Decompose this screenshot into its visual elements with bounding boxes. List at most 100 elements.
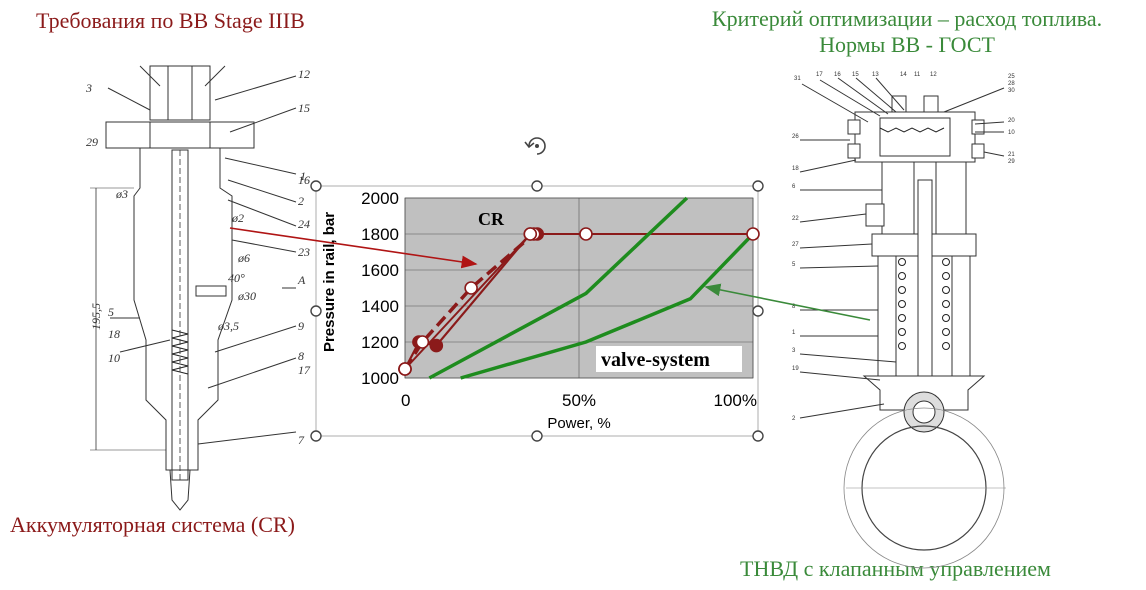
- rotate-handle-icon[interactable]: [524, 137, 546, 155]
- svg-text:22: 22: [792, 216, 799, 222]
- x-tick-label: 0: [401, 391, 410, 410]
- y-axis-label: Pressure in rail, bar: [321, 212, 338, 352]
- x-tick-label: 50%: [562, 391, 596, 410]
- requirements-caption: Требования по ВВ Stage IIIB: [36, 8, 305, 33]
- y-tick-label: 1000: [361, 369, 399, 388]
- y-axis-ticks: 1000 1200 1400 1600 1800 2000: [361, 189, 399, 388]
- svg-text:20: 20: [1008, 118, 1015, 124]
- pressure-power-chart[interactable]: 1000 1200 1400 1600 1800 2000 0 50% 100% Pressu…: [310, 137, 764, 442]
- resize-handle-top-left[interactable]: [310, 180, 322, 192]
- x-axis-label: Power, %: [547, 415, 610, 432]
- resize-handle-bottom[interactable]: [531, 430, 543, 442]
- chart-markers: [398, 227, 760, 376]
- svg-text:21: 21: [1008, 152, 1015, 158]
- pump-caption: ТНВД с клапанным управлением: [740, 556, 1051, 581]
- valve-callout-arrow: [704, 283, 871, 321]
- svg-text:19: 19: [792, 366, 799, 372]
- cr-annotation: CR: [478, 209, 505, 229]
- x-axis-ticks: 0 50% 100%: [401, 391, 757, 410]
- y-tick-label: 2000: [361, 189, 399, 208]
- svg-text:15: 15: [852, 72, 859, 78]
- y-tick-label: 1400: [361, 297, 399, 316]
- svg-text:29: 29: [86, 135, 98, 149]
- svg-text:5: 5: [108, 305, 114, 319]
- criterion-caption: Критерий оптимизации – расход топлива. Н…: [668, 6, 1146, 58]
- valve-system-annotation: valve-system: [601, 349, 710, 371]
- svg-text:ø6: ø6: [237, 251, 250, 265]
- svg-text:9: 9: [298, 319, 304, 333]
- cr-data-point: [523, 227, 538, 241]
- cr-data-point: [746, 227, 760, 241]
- svg-text:16: 16: [298, 173, 310, 187]
- x-tick-label: 100%: [714, 391, 757, 410]
- svg-text:15: 15: [298, 101, 310, 115]
- valve-pump-drawing: 31 17 16 15 13 14 11 12 25 28 30 20 10 2…: [792, 72, 1015, 569]
- cr-data-point: [464, 281, 478, 295]
- cr-data-point: [415, 335, 430, 349]
- svg-text:10: 10: [1008, 130, 1015, 136]
- svg-text:18: 18: [108, 327, 120, 341]
- svg-text:13: 13: [872, 72, 879, 78]
- svg-text:16: 16: [834, 72, 841, 78]
- svg-text:3: 3: [792, 348, 796, 354]
- svg-text:ø3,5: ø3,5: [217, 319, 239, 333]
- y-tick-label: 1800: [361, 225, 399, 244]
- cr-callout-arrow: [229, 227, 478, 269]
- svg-text:31: 31: [794, 76, 801, 82]
- svg-text:12: 12: [298, 67, 310, 81]
- resize-handle-bottom-right[interactable]: [752, 430, 764, 442]
- cr-injector-drawing: 3 12 15 29 1 16 2 24 ø3 ø2 23 ø6 ø30 40°…: [85, 65, 311, 511]
- svg-text:ø2: ø2: [231, 211, 244, 225]
- valve-annotation-bg: [596, 346, 742, 372]
- svg-text:14: 14: [900, 72, 907, 78]
- svg-text:18: 18: [792, 166, 799, 172]
- svg-text:2: 2: [792, 416, 796, 422]
- svg-text:6: 6: [792, 184, 796, 190]
- svg-text:30: 30: [1008, 88, 1015, 94]
- svg-text:23: 23: [298, 245, 310, 259]
- svg-text:ø3: ø3: [115, 187, 128, 201]
- svg-text:26: 26: [792, 134, 799, 140]
- svg-text:3: 3: [85, 81, 92, 95]
- cr-data-point: [398, 362, 412, 376]
- resize-handle-left[interactable]: [310, 305, 322, 317]
- svg-text:8: 8: [792, 304, 796, 310]
- resize-handle-top-right[interactable]: [752, 180, 764, 192]
- cr-series-line: [403, 232, 535, 370]
- chart-series: [403, 196, 755, 380]
- svg-text:24: 24: [298, 217, 310, 231]
- pump-spring: [898, 258, 950, 350]
- valve-series-line: [460, 232, 755, 380]
- svg-text:1: 1: [792, 330, 796, 336]
- y-tick-label: 1200: [361, 333, 399, 352]
- svg-text:17: 17: [816, 72, 823, 78]
- cr-data-point: [429, 338, 444, 353]
- svg-text:5: 5: [792, 262, 796, 268]
- selection-handles[interactable]: [310, 137, 764, 442]
- svg-text:11: 11: [914, 72, 921, 78]
- resize-handle-top[interactable]: [531, 180, 543, 192]
- resize-handle-right[interactable]: [752, 305, 764, 317]
- svg-text:27: 27: [792, 242, 799, 248]
- svg-text:195,5: 195,5: [89, 303, 103, 330]
- svg-text:8: 8: [298, 349, 304, 363]
- svg-text:1: 1: [300, 169, 306, 183]
- svg-text:25: 25: [1008, 74, 1015, 80]
- svg-text:7: 7: [298, 433, 305, 447]
- svg-text:40°: 40°: [228, 271, 245, 285]
- valve-series-line: [428, 196, 689, 380]
- svg-text:17: 17: [298, 363, 311, 377]
- cr-data-point: [579, 227, 593, 241]
- svg-text:ø30: ø30: [237, 289, 256, 303]
- criterion-line-1: Критерий оптимизации – расход топлива.: [711, 6, 1103, 31]
- svg-text:28: 28: [1008, 81, 1015, 87]
- y-tick-label: 1600: [361, 261, 399, 280]
- svg-text:2: 2: [298, 194, 304, 208]
- svg-text:29: 29: [1008, 159, 1015, 165]
- cr-series-line: [404, 233, 753, 370]
- svg-text:12: 12: [930, 72, 937, 78]
- svg-text:A: A: [297, 273, 306, 287]
- svg-text:10: 10: [108, 351, 120, 365]
- resize-handle-bottom-left[interactable]: [310, 430, 322, 442]
